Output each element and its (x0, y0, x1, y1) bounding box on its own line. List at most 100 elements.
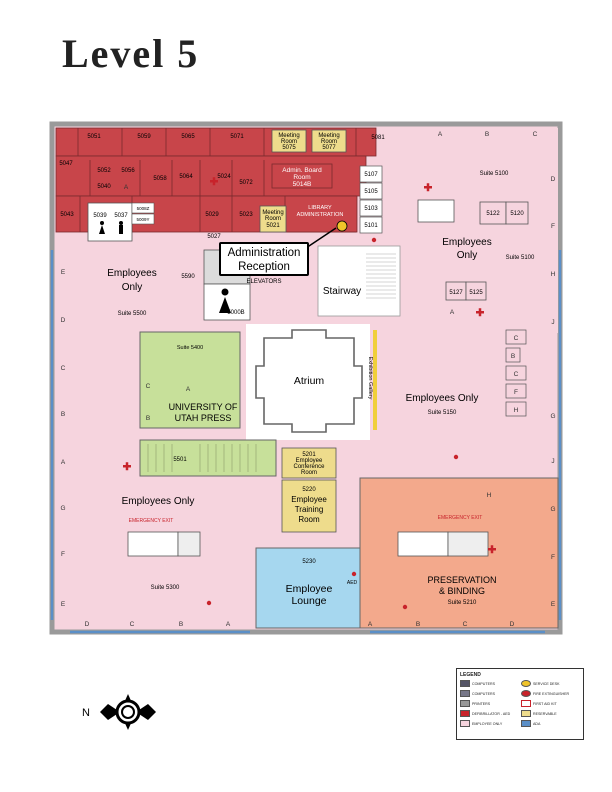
room-5051: 5051 (87, 134, 101, 140)
computers-icon (460, 680, 470, 687)
employees-e-suite: Suite 5150 (428, 410, 457, 416)
training-label3: Room (298, 515, 320, 524)
gallery-label: Exhibition Gallery (367, 357, 373, 400)
perimeter-letters: A B C D F H J G J G F E E D C B A G F E … (60, 131, 555, 628)
meeting-room-5021 (259, 205, 287, 233)
atrium-label: Atrium (294, 375, 325, 387)
library-admin-label2: ADMINISTRATION (297, 212, 344, 218)
room-5043: 5043 (60, 212, 74, 218)
conference-label2: Conference (293, 464, 325, 470)
press-label1: UNIVERSITY OF (169, 402, 238, 412)
first-aid-icon (521, 700, 531, 707)
conference-label3: Room (301, 470, 317, 476)
room-5029: 5029 (205, 212, 219, 218)
callout-line2: Reception (238, 261, 290, 273)
room-5024: 5024 (217, 174, 231, 180)
legend-item: COMPUTERS (460, 680, 519, 687)
letter-w-e2: E (61, 601, 66, 608)
room-5125-box (465, 281, 487, 301)
room-5008z-box (131, 202, 155, 214)
legend-item: FIRE EXTINGUISHER (521, 690, 580, 697)
letter-b-a2: A (368, 621, 373, 628)
stair-treads (366, 253, 396, 299)
letter-top-b: B (485, 131, 489, 138)
letter-w-c: C (61, 365, 66, 372)
letter-e-g: G (550, 413, 555, 420)
board-room-num: 5014B (293, 181, 312, 188)
person-icon (221, 288, 229, 296)
letter-e-j2: J (551, 458, 554, 465)
east-room-h (505, 401, 527, 417)
meeting-5077-label1: Meeting (318, 133, 339, 139)
employees-ne-suite-top: Suite 5100 (480, 171, 509, 177)
fire-extinguisher-icons (206, 237, 459, 610)
letter-e-h2: H (514, 407, 519, 414)
room-5081: 5081 (371, 135, 385, 141)
letter-top-a: A (438, 131, 443, 138)
room-5125: 5125 (469, 290, 483, 296)
room-5101: 5101 (364, 223, 378, 229)
preservation-room-2 (447, 531, 489, 557)
letter-e-h: H (551, 271, 556, 278)
letter-top-c: C (533, 131, 538, 138)
press-label2: UTAH PRESS (175, 413, 232, 423)
employees-nw-suite: Suite 5500 (118, 311, 147, 317)
room-5040: 5040 (97, 184, 111, 190)
compass-rose: N (82, 694, 156, 730)
room-5047: 5047 (59, 161, 73, 167)
room-5120: 5120 (510, 211, 524, 217)
room-5105: 5105 (364, 189, 378, 195)
lounge-label2: Lounge (291, 595, 326, 607)
room-5056: 5056 (121, 168, 135, 174)
room-5127: 5127 (449, 290, 463, 296)
lounge-aed: AED (347, 580, 358, 586)
employees-nw-label1: Employees (107, 268, 156, 279)
employees-ne-label2: Only (457, 250, 478, 261)
east-room-c (505, 329, 527, 345)
room-5103: 5103 (364, 206, 378, 212)
letter-e-g2: G (550, 506, 555, 513)
room-5064: 5064 (179, 174, 193, 180)
atrium-outline (255, 329, 363, 433)
callout-line1: Administration (227, 247, 301, 259)
employees-sw-label1: Employees Only (122, 496, 195, 507)
room-5103-box (359, 199, 383, 217)
letter-e-c2: C (514, 371, 519, 378)
restroom-women-icon (100, 221, 104, 225)
room-5009y-box (131, 213, 155, 225)
room-5072: 5072 (239, 180, 253, 186)
room-5052: 5052 (97, 168, 111, 174)
compass-north-label: N (82, 707, 90, 719)
legend-title: LEGEND (460, 672, 481, 678)
map-legend: LEGEND COMPUTERS SERVICE DESK COMPUTERS … (456, 668, 584, 740)
preservation-label1: PRESERVATION (427, 575, 496, 585)
room-5058: 5058 (153, 176, 167, 182)
letter-w-b: B (61, 411, 65, 418)
letter-b-c: C (130, 621, 135, 628)
legend-item: FIRST AID KIT (521, 700, 580, 707)
letter-b-a: A (226, 621, 231, 628)
letter-e-j: J (551, 319, 554, 326)
core-restroom (203, 283, 251, 321)
east-room-f (505, 383, 527, 399)
restroom-men-icon (119, 221, 123, 225)
letter-b-b: B (179, 621, 183, 628)
aed-icon (460, 710, 470, 717)
stairway-zone (317, 245, 401, 317)
letter-admin-a: A (124, 184, 129, 191)
sw-room-2 (177, 531, 201, 557)
letter-w-g: G (60, 505, 65, 512)
first-aid-icons (123, 177, 496, 554)
zone-employees-ne (378, 128, 558, 333)
employees-e-label1: Employees Only (406, 393, 479, 404)
gallery-stripe (373, 330, 377, 430)
room-5023: 5023 (239, 212, 253, 218)
callout-pointer (305, 227, 337, 249)
east-room-b (505, 347, 521, 363)
conference-num: 5201 (302, 452, 316, 458)
legend-item: RESERVABLE (521, 710, 580, 717)
legend-item: DEFIBRILLATOR - AED (460, 710, 519, 717)
letter-w-d: D (61, 317, 66, 324)
library-admin-label1: LIBRARY (308, 205, 332, 211)
ne-room-box (417, 199, 455, 223)
